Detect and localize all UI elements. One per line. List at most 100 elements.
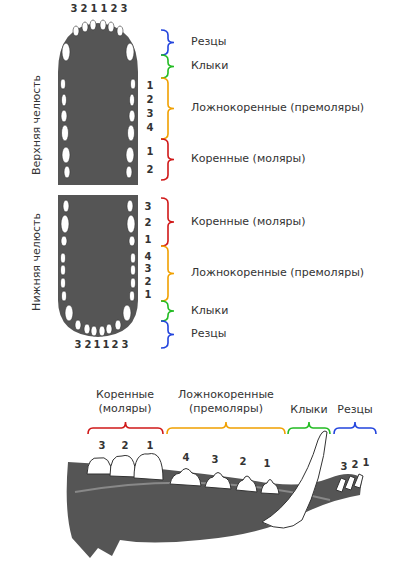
jaw-label: Нижняя челюсть [30, 213, 44, 311]
part-label: Коренные (моляры) [80, 388, 170, 416]
callout-number: 3 [121, 2, 128, 16]
callout-number: 2 [145, 216, 152, 230]
brace [161, 321, 174, 348]
tooth [106, 324, 112, 334]
callout-number: 3 [341, 460, 348, 474]
tooth [73, 26, 79, 36]
tooth [61, 79, 66, 89]
callout-number: 1 [103, 338, 110, 352]
callout-number: 1 [94, 338, 101, 352]
callout-number: 3 [145, 200, 152, 214]
callout-number: 3 [147, 107, 154, 121]
callout-number: 1 [264, 457, 271, 471]
tooth [99, 326, 105, 336]
callout-number: 4 [145, 250, 152, 264]
brace [161, 198, 174, 246]
tooth [62, 94, 67, 106]
tooth [64, 166, 70, 178]
brace [161, 246, 174, 301]
tooth [61, 253, 66, 263]
tooth [61, 265, 66, 275]
part-label: Ложнокоренные (премоляры) [191, 101, 364, 115]
callout-number: 1 [145, 288, 152, 302]
tooth [62, 291, 67, 301]
callout-number: 2 [122, 439, 129, 453]
tooth [62, 125, 69, 141]
tooth [82, 22, 88, 32]
tooth [90, 20, 96, 30]
callout-number: 4 [183, 451, 190, 465]
tooth [126, 43, 134, 61]
tooth [100, 20, 106, 30]
brace [167, 422, 285, 434]
callout-number: 2 [240, 455, 247, 469]
jaw-label: Верхняя челюсть [30, 75, 44, 175]
tooth [130, 94, 135, 106]
tooth [130, 291, 135, 301]
brace [334, 422, 376, 434]
callout-number: 1 [145, 233, 152, 247]
tooth [65, 305, 73, 321]
tooth [61, 110, 67, 122]
tooth [126, 147, 134, 163]
tooth [127, 215, 135, 233]
brace [161, 139, 174, 180]
tooth [63, 200, 69, 212]
tooth [61, 278, 66, 288]
part-label: Резцы [191, 35, 226, 49]
tooth [123, 305, 131, 321]
lower-jaw [58, 195, 138, 337]
callout-number: 2 [147, 93, 154, 107]
brace [161, 55, 174, 78]
tooth [108, 22, 114, 32]
tooth [61, 215, 69, 233]
part-label: Клыки [191, 59, 228, 73]
part-label: Коренные (моляры) [191, 152, 306, 166]
callout-number: 3 [99, 439, 106, 453]
teeth [61, 20, 136, 336]
brace [161, 301, 174, 321]
tooth [131, 79, 136, 89]
tooth [131, 265, 136, 275]
part-label: Клыки [191, 304, 228, 318]
tooth [62, 147, 70, 163]
callout-number: 2 [111, 2, 118, 16]
tooth [129, 236, 135, 246]
tooth [126, 166, 132, 178]
callout-number: 3 [212, 453, 219, 467]
callout-number: 1 [147, 439, 154, 453]
tooth [117, 26, 123, 36]
tooth [128, 125, 135, 141]
tooth [129, 110, 135, 122]
callout-number: 1 [101, 2, 108, 16]
callout-number: 1 [147, 79, 154, 93]
tooth [131, 253, 136, 263]
callout-number: 1 [363, 456, 370, 470]
callout-number: 2 [85, 338, 92, 352]
callout-number: 1 [147, 145, 154, 159]
tooth [75, 320, 81, 330]
tooth [115, 320, 121, 330]
braces [88, 30, 376, 434]
part-label: Резцы [337, 403, 372, 417]
brace [161, 78, 174, 139]
callout-number: 2 [81, 2, 88, 16]
callout-number: 2 [352, 458, 359, 472]
callout-number: 4 [147, 121, 154, 135]
tooth [131, 278, 136, 288]
callout-number: 3 [145, 262, 152, 276]
callout-number: 2 [147, 163, 154, 177]
part-label: Ложнокоренные (премоляры) [191, 266, 364, 280]
callout-number: 3 [71, 2, 78, 16]
tooth [61, 236, 67, 246]
brace [161, 30, 174, 55]
tooth [91, 326, 97, 336]
part-label: Ложнокоренные (премоляры) [166, 388, 286, 416]
brace [88, 422, 163, 434]
part-label: Клыки [290, 403, 327, 417]
callout-number: 2 [145, 275, 152, 289]
callout-number: 3 [122, 338, 129, 352]
upper-jaw [58, 23, 138, 185]
part-label: Коренные (моляры) [191, 215, 306, 229]
